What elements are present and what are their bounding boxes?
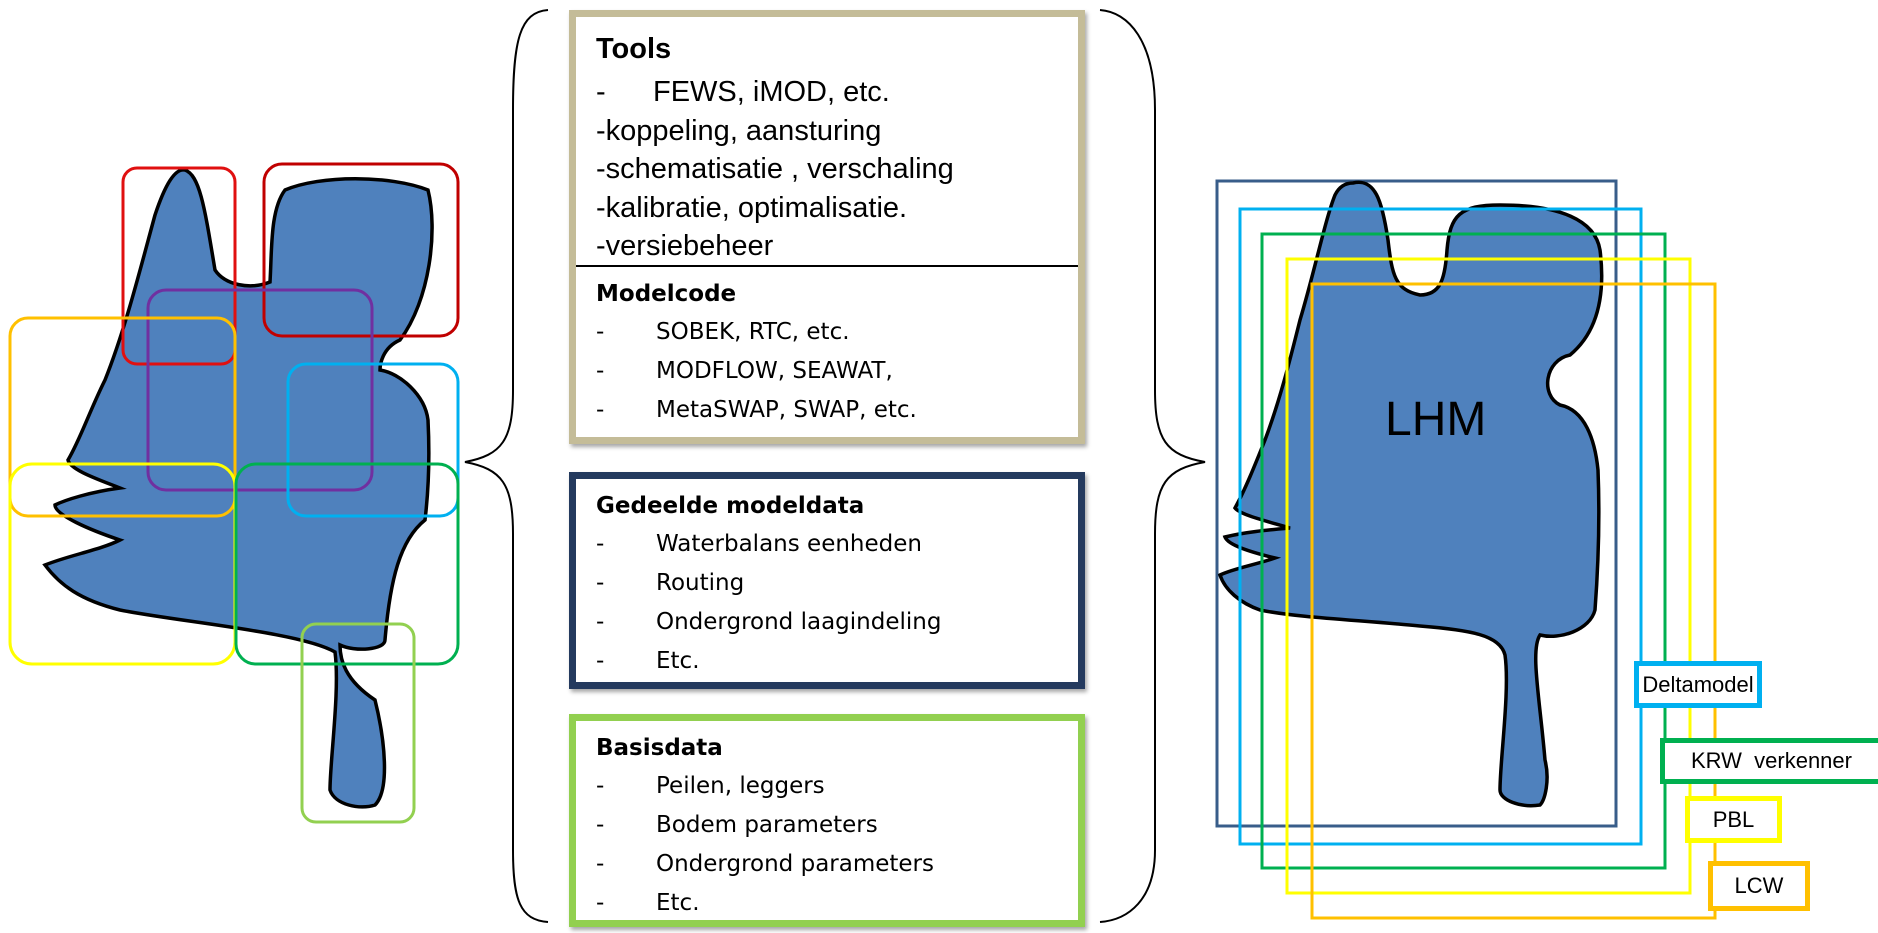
list-item: - FEWS, iMOD, etc. — [596, 73, 954, 112]
list-dash: - — [596, 812, 605, 838]
left-map-shape — [42, 168, 434, 809]
list-item: - MetaSWAP, SWAP, etc. — [596, 391, 917, 430]
tools-item-text: -versiebeheer — [596, 230, 774, 262]
model-frame-deltamodel — [1238, 207, 1643, 846]
right-map-shape — [1217, 180, 1604, 808]
region-frame-orange — [8, 316, 237, 518]
list-dash: - — [596, 570, 605, 596]
right-brace — [1099, 9, 1206, 923]
basisdata-box: Basisdata - Peilen, leggers - Bodem parame… — [569, 714, 1085, 927]
list-item: - Peilen, leggers — [596, 767, 934, 806]
list-item: - Ondergrond laagindeling — [596, 603, 941, 642]
list-item: - Etc. — [596, 642, 941, 681]
list-dash: - — [596, 319, 605, 345]
tools-item-text: -kalibratie, optimalisatie. — [596, 191, 908, 224]
model-frame-pbl — [1285, 257, 1692, 895]
legend-lcw-label: LCW — [1734, 873, 1784, 898]
model-frame-krw — [1260, 232, 1667, 870]
list-dash: - — [596, 773, 605, 799]
modelcode-item-text: MODFLOW, SEAWAT, — [656, 358, 893, 384]
tools-item-text: FEWS, iMOD, etc. — [653, 76, 890, 108]
gedeelde-item-text: Etc. — [656, 648, 700, 674]
gedeelde-item-text: Ondergrond laagindeling — [656, 609, 942, 635]
list-item: - MODFLOW, SEAWAT, — [596, 352, 917, 391]
list-item: -koppeling, aansturing — [596, 112, 954, 151]
left-brace — [464, 9, 549, 923]
region-frame-red-left — [121, 166, 237, 366]
region-frame-darkred — [262, 162, 460, 338]
basisdata-list: - Peilen, leggers - Bodem parameters - Onde… — [596, 767, 934, 923]
tools-item-text: -koppeling, aansturing — [596, 114, 882, 147]
list-item: -schematisatie , verschaling — [596, 150, 954, 189]
list-item: - Routing — [596, 564, 941, 603]
legend-pbl-label: PBL — [1712, 806, 1755, 832]
region-frame-green — [234, 462, 460, 666]
gedeelde-modeldata-title: Gedeelde modeldata — [596, 493, 865, 519]
legend-deltamodel-label: Deltamodel — [1642, 671, 1754, 697]
list-dash: - — [596, 358, 605, 384]
basisdata-item-text: Peilen, leggers — [656, 773, 825, 799]
list-dash: - — [596, 531, 605, 557]
legend-krw-verkenner: KRW verkenner — [1660, 738, 1878, 784]
list-dash: - — [596, 648, 605, 674]
gedeelde-item-text: Routing — [656, 570, 745, 596]
tools-item-text: -schematisatie , verschaling — [596, 153, 954, 185]
tools-list: - FEWS, iMOD, etc. -koppeling, aansturing… — [596, 73, 954, 266]
region-frame-lightgreen — [300, 622, 416, 824]
list-item: - Waterbalans eenheden — [596, 525, 941, 564]
gedeelde-item-text: Waterbalans eenheden — [656, 531, 922, 557]
legend-krw-label: KRW verkenner — [1691, 748, 1852, 773]
list-item: -kalibratie, optimalisatie. — [596, 189, 954, 228]
modelcode-item-text: MetaSWAP, SWAP, etc. — [656, 397, 917, 423]
basisdata-title: Basisdata — [596, 735, 723, 761]
gedeelde-modeldata-list: - Waterbalans eenheden - Routing - Ondergro… — [596, 525, 941, 681]
list-item: - SOBEK, RTC, etc. — [596, 313, 917, 352]
gedeelde-modeldata-box: Gedeelde modeldata - Waterbalans eenheden… — [569, 472, 1085, 689]
model-frame-lcw — [1310, 282, 1717, 920]
legend-lcw: LCW — [1708, 861, 1810, 911]
region-frame-cyan — [286, 362, 460, 518]
list-dash: - — [596, 76, 606, 108]
divider — [576, 265, 1078, 267]
basisdata-item-text: Bodem parameters — [656, 812, 878, 838]
modelcode-list: - SOBEK, RTC, etc. - MODFLOW, SEAWAT, - Met… — [596, 313, 917, 430]
modelcode-item-text: SOBEK, RTC, etc. — [656, 319, 850, 345]
legend-deltamodel: Deltamodel — [1634, 661, 1762, 708]
list-item: - Bodem parameters — [596, 806, 934, 845]
list-dash: - — [596, 890, 605, 916]
list-item: -versiebeheer — [596, 227, 954, 266]
list-dash: - — [596, 609, 605, 635]
basisdata-item-text: Etc. — [656, 890, 700, 916]
list-item: - Etc. — [596, 884, 934, 923]
lhm-label: LHM — [1385, 393, 1487, 446]
modelcode-title: Modelcode — [596, 281, 737, 307]
list-dash: - — [596, 851, 605, 877]
tools-modelcode-box: Tools - FEWS, iMOD, etc. -koppeling, aans… — [569, 10, 1085, 444]
list-item: - Ondergrond parameters — [596, 845, 934, 884]
region-frame-purple — [146, 288, 374, 492]
basisdata-item-text: Ondergrond parameters — [656, 851, 934, 877]
legend-pbl: PBL — [1685, 796, 1782, 843]
tools-title: Tools — [596, 33, 672, 65]
list-dash: - — [596, 397, 605, 423]
